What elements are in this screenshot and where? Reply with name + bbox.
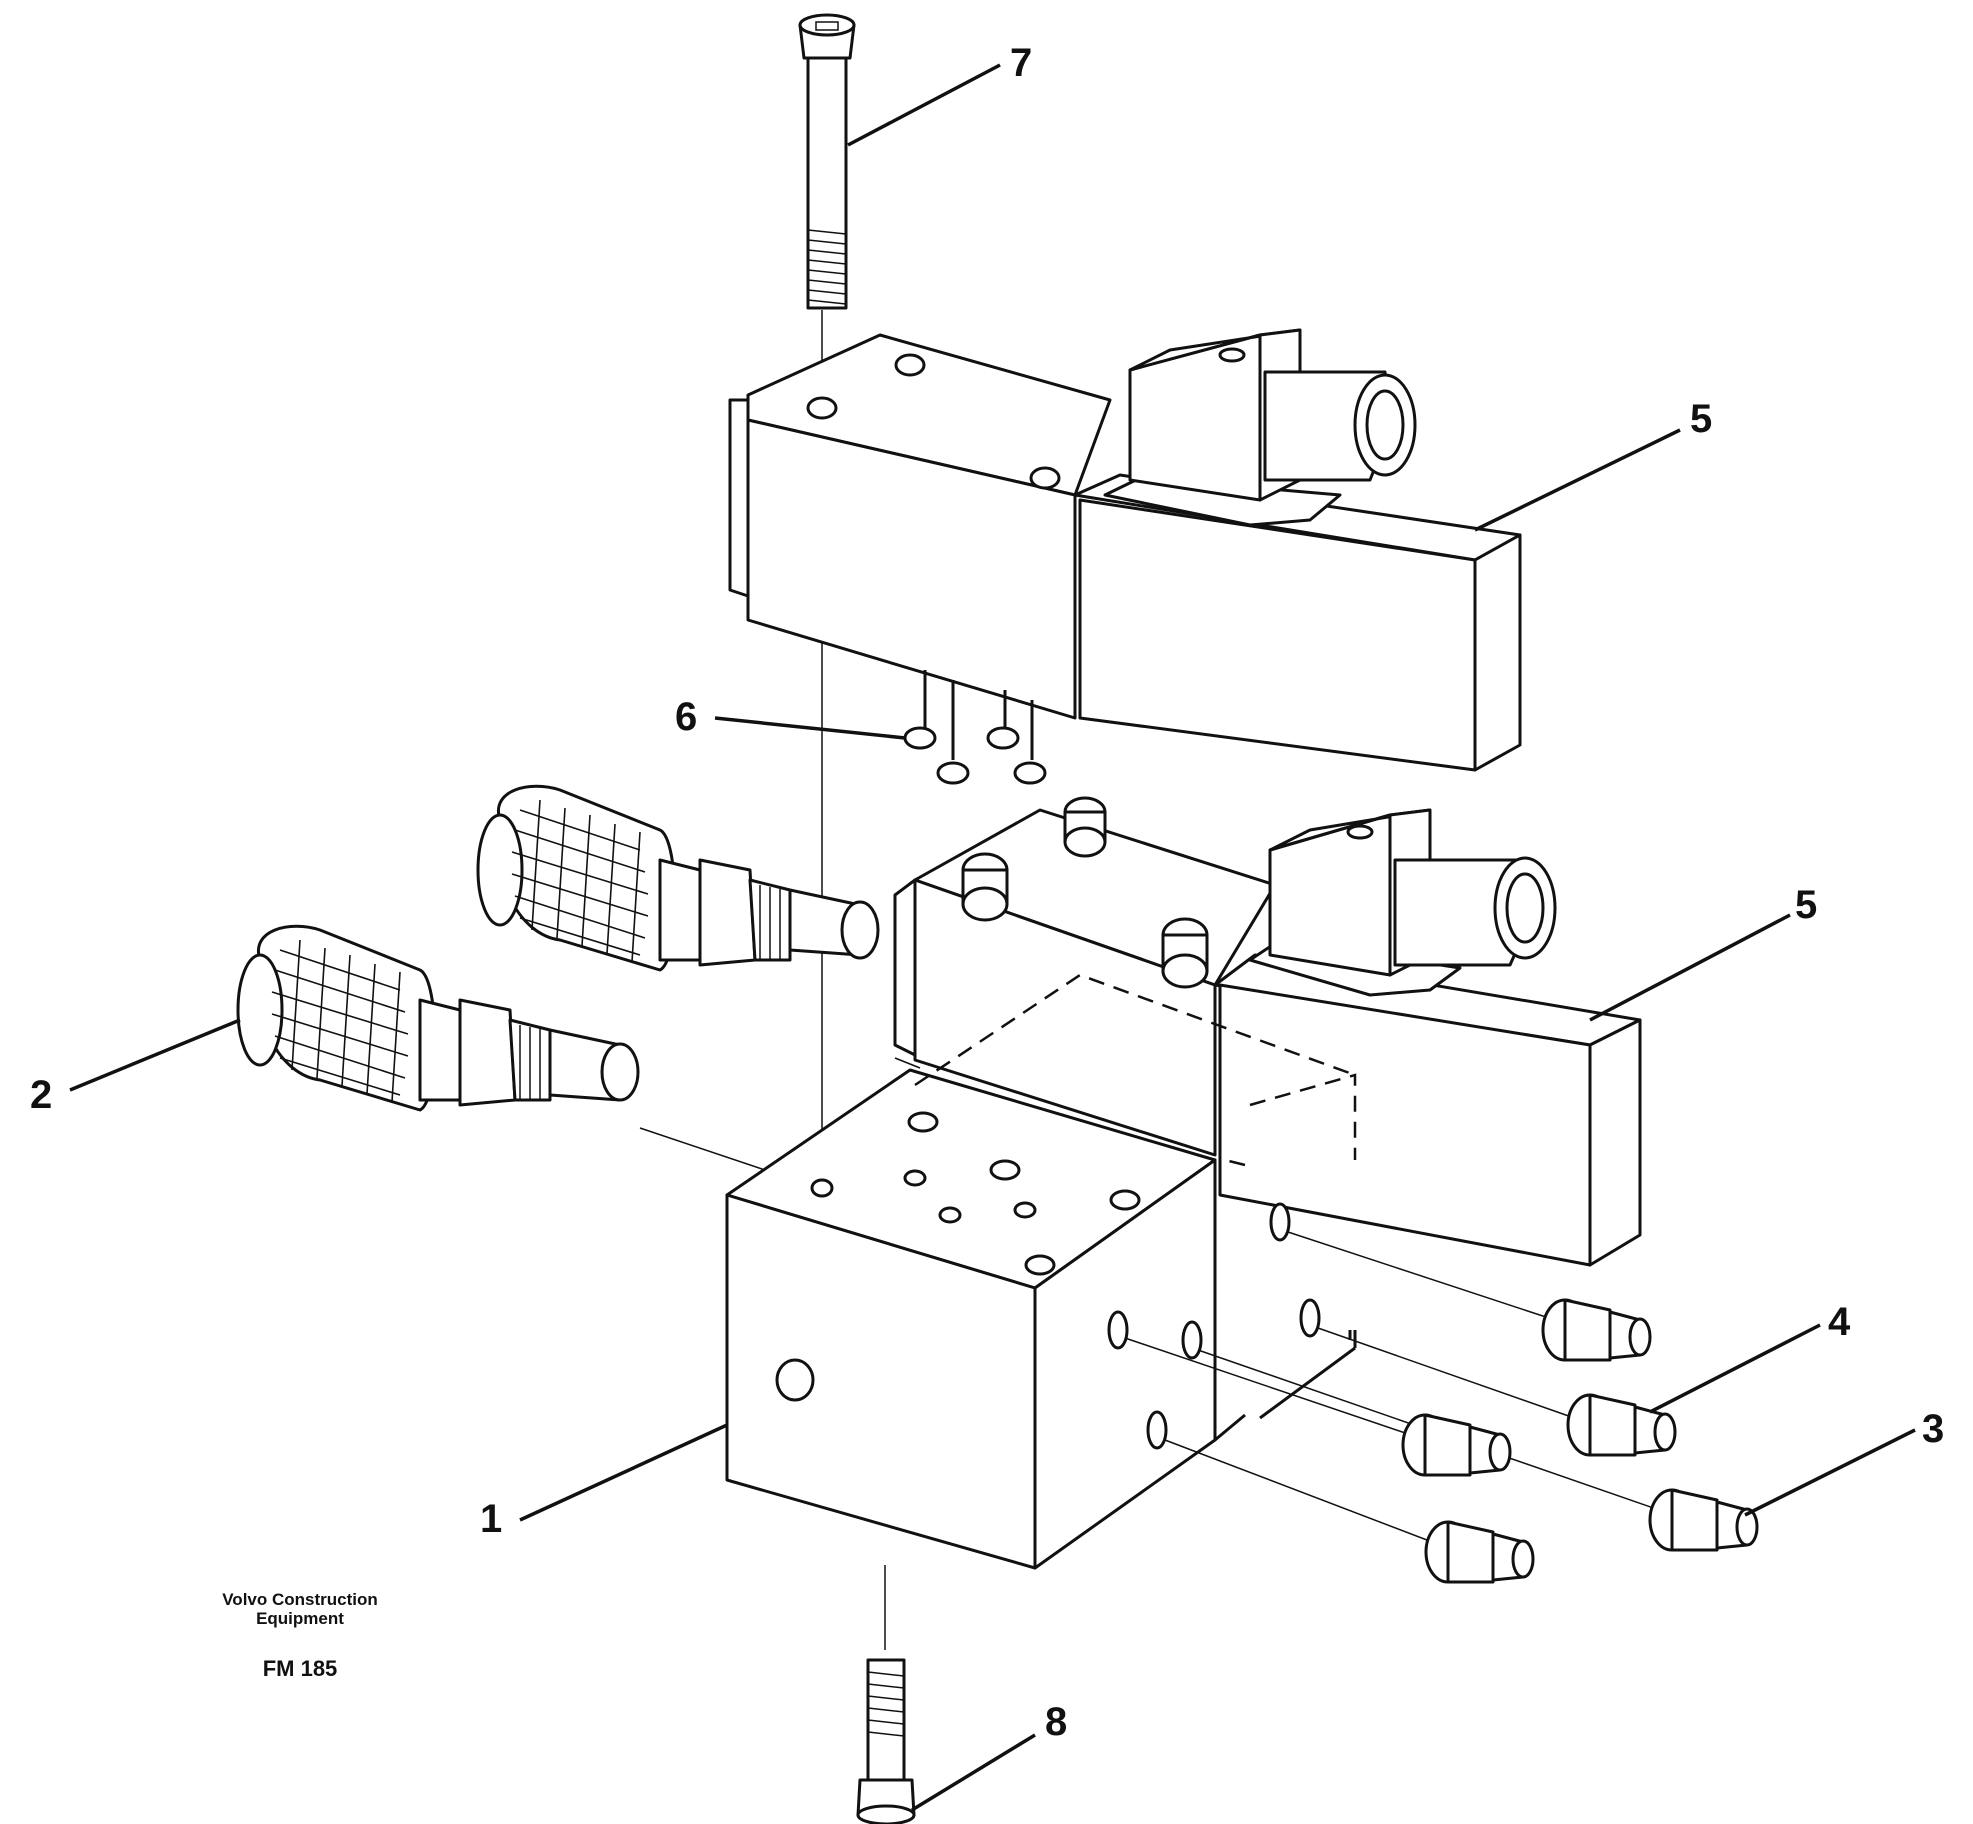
company-line-1: Volvo Construction (222, 1590, 378, 1609)
plug-lower (1424, 1520, 1535, 1584)
pressure-valve-cartridge-lower (236, 924, 640, 1112)
callout-1: 1 (480, 1497, 502, 1541)
valve-block (639, 973, 1666, 1650)
callout-labels: 1 2 3 4 5 5 6 7 8 (30, 41, 1944, 1744)
leader-8 (911, 1733, 1036, 1812)
leader-6 (714, 716, 906, 740)
leader-lines (69, 63, 1916, 1812)
callout-8: 8 (1045, 1700, 1067, 1744)
leader-2 (69, 1018, 241, 1092)
leader-7 (847, 63, 1001, 147)
callout-3: 3 (1922, 1407, 1944, 1451)
plug-middle (1401, 1413, 1512, 1477)
plug-4 (1566, 1393, 1677, 1457)
company-line-2: Equipment (256, 1609, 344, 1628)
callout-7: 7 (1010, 41, 1032, 85)
leader-3 (1744, 1428, 1916, 1517)
leader-1 (519, 1423, 728, 1522)
plug-4-upper (1541, 1298, 1652, 1362)
solenoid-valve-upper (728, 328, 1522, 772)
pressure-valve-cartridge-upper (476, 784, 880, 972)
socket-cap-screw-short (856, 1658, 916, 1824)
plug-3 (1648, 1488, 1759, 1552)
callout-2: 2 (30, 1073, 52, 1117)
o-rings (903, 726, 1047, 785)
callout-5-upper: 5 (1690, 397, 1712, 441)
callout-5-lower: 5 (1795, 883, 1817, 927)
leader-5b (1589, 913, 1791, 1022)
company-caption: Volvo Construction Equipment (170, 1590, 430, 1628)
callout-4: 4 (1828, 1300, 1851, 1344)
solenoid-valve-lower (893, 796, 1642, 1267)
leader-5a (1474, 428, 1681, 532)
leader-4 (1649, 1323, 1821, 1414)
callout-6: 6 (675, 695, 697, 739)
figure-code: FM 185 (262, 1656, 338, 1681)
